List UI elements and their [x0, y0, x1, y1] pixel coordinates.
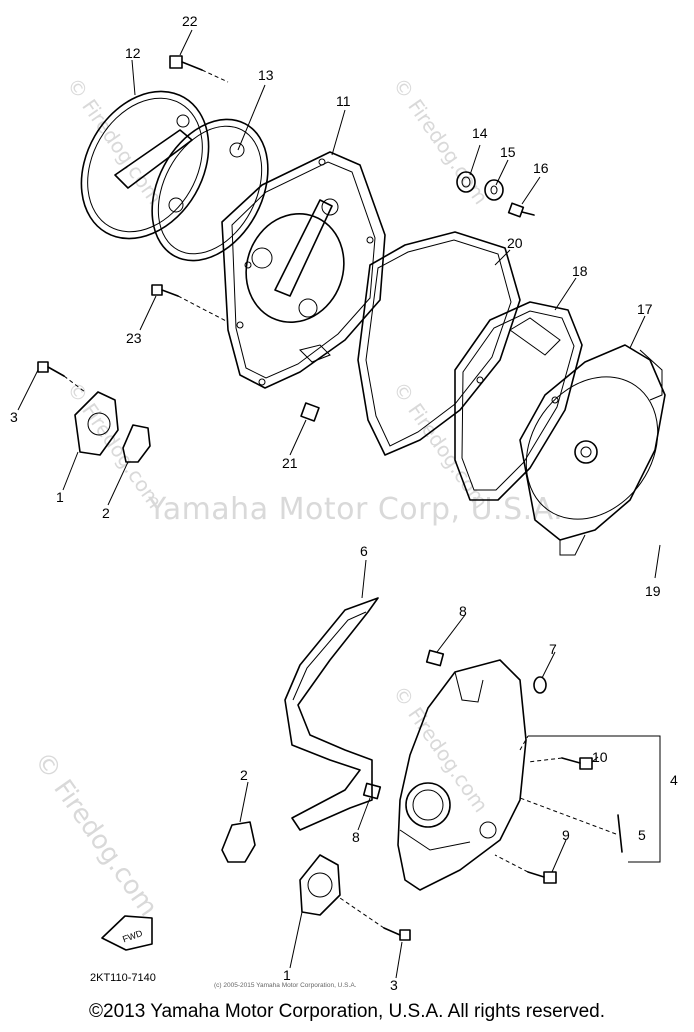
part-1-cover-upper [74, 391, 119, 456]
part-4-side-cover [397, 659, 527, 891]
fwd-arrow-label: FWD [121, 928, 144, 945]
part-8-dowel-lower [362, 782, 382, 800]
part-2-gasket-upper [122, 424, 151, 463]
part-11-crankcase-cover [221, 151, 386, 389]
label-14: 14 [472, 125, 488, 141]
part-15-washer [484, 179, 504, 201]
part-14-oil-seal [456, 171, 476, 193]
label-21: 21 [282, 455, 298, 471]
part-10-bolt [527, 757, 593, 770]
part-21-dowel-pin [300, 402, 320, 422]
label-12: 12 [125, 45, 141, 61]
label-23: 23 [126, 330, 142, 346]
label-1-lower: 1 [283, 967, 291, 983]
label-16: 16 [533, 160, 549, 176]
label-7: 7 [549, 641, 557, 657]
label-3-lower: 3 [390, 977, 398, 993]
label-13: 13 [258, 67, 274, 83]
exploded-view-drawing: FWD [10, 13, 678, 993]
fwd-arrow-icon: FWD [101, 915, 153, 951]
label-4: 4 [670, 772, 678, 788]
label-18: 18 [572, 263, 588, 279]
leader-lines [17, 29, 661, 979]
label-8-upper: 8 [459, 603, 467, 619]
copyright-footer: ©2013 Yamaha Motor Corporation, U.S.A. A… [89, 1001, 605, 1022]
part-1-cover-lower [299, 854, 341, 916]
label-15: 15 [500, 144, 516, 160]
label-17: 17 [637, 301, 653, 317]
diagram-part-code: 2KT110-7140 [90, 972, 156, 984]
label-22: 22 [182, 13, 198, 29]
part-8-dowel-upper [425, 649, 445, 667]
label-19: 19 [645, 583, 661, 599]
part-5-clip [519, 797, 623, 853]
part-13-gasket [151, 118, 269, 262]
part-7-grommet [533, 676, 547, 694]
part-12-cover-plate [80, 90, 210, 240]
label-9: 9 [562, 827, 570, 843]
label-6: 6 [360, 543, 368, 559]
small-copyright: (c) 2005-2015 Yamaha Motor Corporation, … [214, 982, 357, 989]
part-16-bolt [507, 202, 535, 218]
part-9-bolt [494, 854, 557, 884]
label-20: 20 [507, 235, 523, 251]
part-3-bolt-upper [37, 361, 86, 393]
part-20-gasket [357, 231, 521, 456]
yamaha-watermark: Yamaha Motor Corp, U.S.A. [148, 492, 564, 527]
label-10: 10 [592, 749, 608, 765]
part-4-bracket [519, 735, 661, 863]
part-3-bolt-lower [339, 897, 411, 941]
part-23-bolt [151, 284, 229, 323]
part-6-gasket [284, 597, 379, 831]
label-5: 5 [638, 827, 646, 843]
part-22-bolt [169, 55, 229, 83]
label-3-upper: 3 [10, 409, 18, 425]
part-2-gasket-lower [221, 821, 256, 863]
part-17-generator-cover [519, 344, 666, 556]
label-8-lower: 8 [352, 829, 360, 845]
label-1-upper: 1 [56, 489, 64, 505]
label-2-upper: 2 [102, 505, 110, 521]
label-11: 11 [336, 93, 351, 109]
part-number-labels: 12 13 11 22 14 15 16 20 18 17 23 3 21 1 … [10, 13, 678, 993]
part-18-gasket [454, 301, 583, 501]
label-2-lower: 2 [240, 767, 248, 783]
